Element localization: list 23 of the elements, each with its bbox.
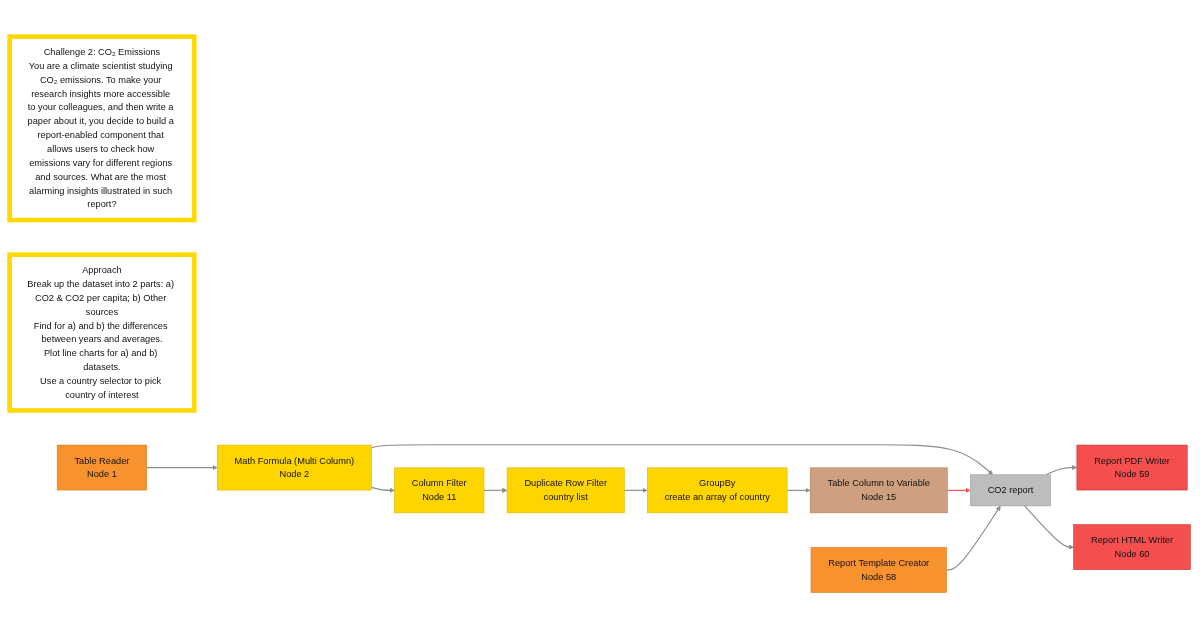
node-box [809, 468, 948, 514]
node-box [1073, 524, 1191, 571]
workflow-diagram: Challenge 2: CO₂ Emissions You are a climate scientist studying CO₂ emissions. To make your research insights more accessible to your colleagues, and then write a paper about it, you decide to build a report-enabled component that allows users to check how emissions vary for different regions and sources. What are the most alarming insights illustrated in such report? Approach Break up the dataset into 2 parts: a) CO2 & CO2 per capita; b) Other sources Find for a) and b) the differences between years and averages. Plot line charts for a) and b) datasets. Use a country selector to pick country of interest Table Reader Node 1 Math Formula (Multi Column) Node 2 Column Filter Node 11 Duplicate Row Filter country list GroupBy create an array of country Table Column to Variable Node 15 CO2 report Report PDF Writer Node 59 Report HTML Writer Node 60 Report Template Creator Node 58 [5, 32, 1195, 598]
arrow [1024, 505, 1074, 551]
node-box [506, 468, 625, 514]
node-box [217, 445, 372, 491]
node-box [394, 468, 485, 514]
arrow [483, 488, 508, 494]
node-box [56, 445, 147, 491]
node-box [970, 474, 1051, 507]
node-box [7, 34, 197, 223]
node-box [7, 252, 197, 414]
node-box [810, 547, 947, 594]
arrow [945, 506, 1001, 571]
arrow [946, 488, 971, 494]
arrow [146, 465, 218, 471]
arrow [370, 444, 994, 476]
arrow [786, 488, 811, 494]
arrow [623, 488, 648, 494]
arrow [370, 487, 395, 494]
arrow [1045, 465, 1078, 476]
node-box [647, 468, 788, 514]
node-box [1076, 445, 1188, 491]
